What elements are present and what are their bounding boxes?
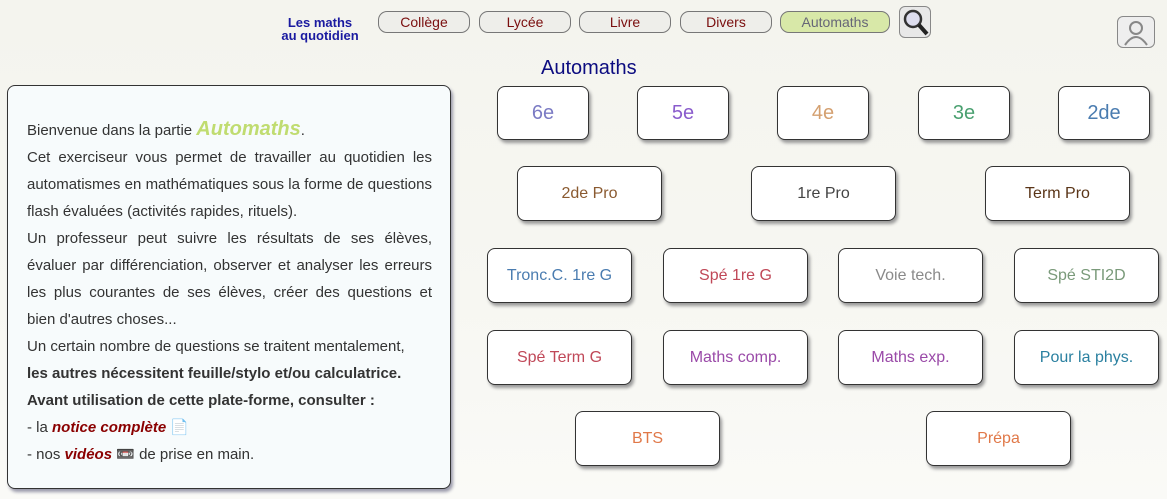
level-button[interactable]: Maths exp. bbox=[838, 330, 983, 385]
intro-paragraph-2: Un professeur peut suivre les résultats … bbox=[27, 230, 432, 328]
level-button[interactable]: Prépa bbox=[926, 411, 1071, 466]
level-button[interactable]: Maths comp. bbox=[663, 330, 808, 385]
videos-suffix: de prise en main. bbox=[134, 446, 255, 463]
level-button[interactable]: Term Pro bbox=[985, 166, 1130, 221]
level-button[interactable]: Voie tech. bbox=[838, 248, 983, 303]
level-button[interactable]: Tronc.C. 1re G bbox=[487, 248, 632, 303]
nav-automaths[interactable]: Automaths bbox=[780, 11, 890, 33]
document-icon[interactable]: 📄 bbox=[170, 419, 190, 436]
nav-college[interactable]: Collège bbox=[378, 11, 470, 33]
intro-paragraph-3-bold: les autres nécessitent feuille/stylo et/… bbox=[27, 365, 402, 382]
videos-prefix: - nos bbox=[27, 446, 65, 463]
logo-line-1: Les maths bbox=[287, 15, 353, 30]
dot: . bbox=[300, 122, 305, 139]
level-button[interactable]: 2de bbox=[1058, 86, 1150, 140]
intro-panel: Bienvenue dans la partie Automaths. Cet … bbox=[7, 85, 451, 489]
intro-consult: Avant utilisation de cette plate-forme, … bbox=[27, 392, 375, 409]
level-button[interactable]: 1re Pro bbox=[751, 166, 896, 221]
level-button[interactable]: 3e bbox=[918, 86, 1010, 140]
level-button[interactable]: 5e bbox=[637, 86, 729, 140]
intro-paragraph-1: Cet exerciseur vous permet de travailler… bbox=[27, 149, 432, 220]
level-button[interactable]: 4e bbox=[777, 86, 869, 140]
notice-link[interactable]: notice complète bbox=[52, 419, 167, 436]
level-button[interactable]: Spé 1re G bbox=[663, 248, 808, 303]
brand-name: Automaths bbox=[196, 118, 301, 140]
user-icon bbox=[1124, 21, 1148, 46]
page-title: Automaths bbox=[541, 57, 637, 79]
video-icon[interactable]: 📼 bbox=[116, 446, 135, 463]
level-button[interactable]: BTS bbox=[575, 411, 720, 466]
level-button[interactable]: Spé STI2D bbox=[1014, 248, 1159, 303]
search-icon bbox=[903, 9, 929, 36]
level-button[interactable]: 6e bbox=[497, 86, 589, 140]
nav-divers[interactable]: Divers bbox=[680, 11, 772, 33]
nav-livre[interactable]: Livre bbox=[579, 11, 671, 33]
search-button[interactable] bbox=[899, 6, 931, 38]
level-button[interactable]: Pour la phys. bbox=[1014, 330, 1159, 385]
welcome-text: Bienvenue dans la partie bbox=[27, 122, 197, 139]
nav-lycee[interactable]: Lycée bbox=[479, 11, 571, 33]
notice-prefix: - la bbox=[27, 419, 53, 436]
videos-link[interactable]: vidéos bbox=[64, 446, 113, 463]
intro-paragraph-3: Un certain nombre de questions se traite… bbox=[27, 338, 405, 355]
user-account-button[interactable] bbox=[1117, 16, 1155, 48]
level-button[interactable]: 2de Pro bbox=[517, 166, 662, 221]
logo-line-2: au quotidien bbox=[281, 28, 359, 43]
level-button[interactable]: Spé Term G bbox=[487, 330, 632, 385]
